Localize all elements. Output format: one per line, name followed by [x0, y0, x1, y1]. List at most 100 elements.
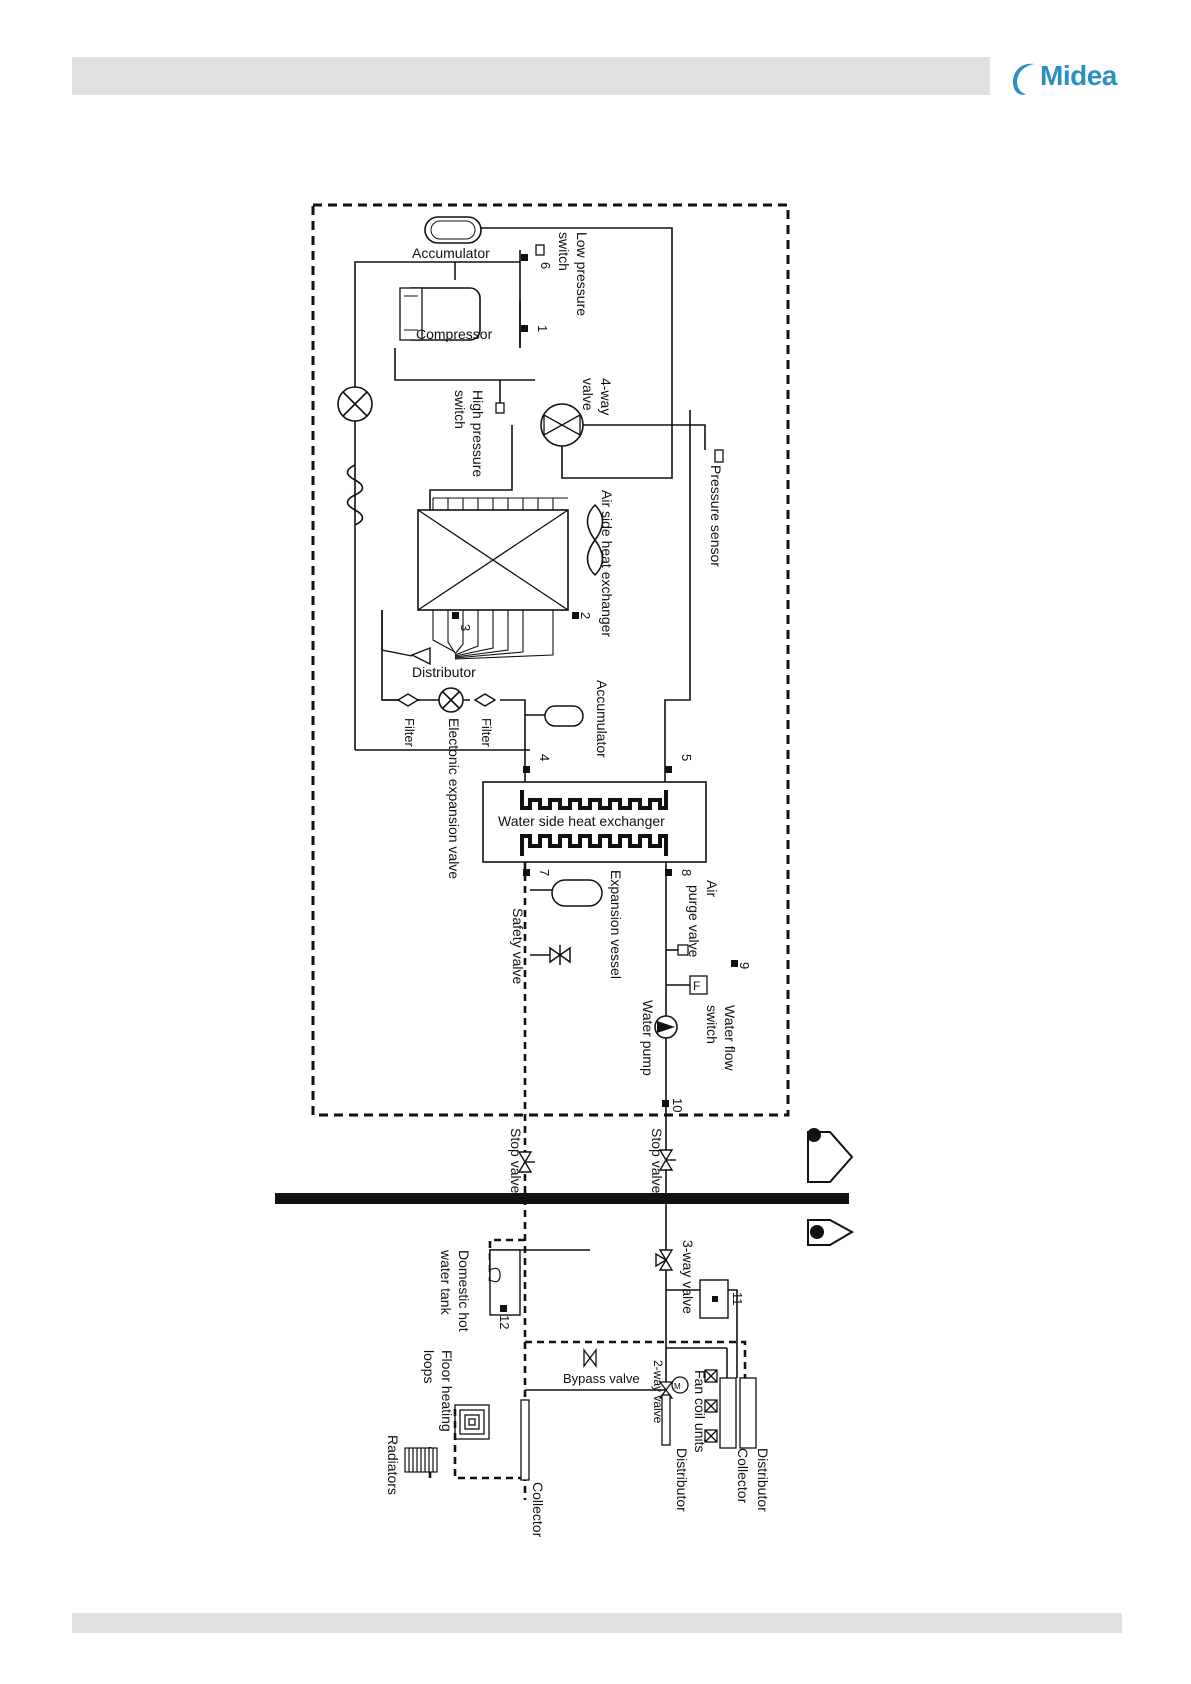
water-hx-label: Water side heat exchanger	[498, 813, 665, 829]
accumulator-mid-label: Accumulator	[594, 680, 610, 758]
sensor-10-icon	[662, 1100, 669, 1107]
water-flow-switch-icon	[666, 975, 708, 995]
air-purge-valve-icon	[677, 944, 689, 956]
fcu-label: Fan coil units	[692, 1370, 708, 1452]
distributor-label-floor: Distributor	[674, 1448, 690, 1512]
filter-label-right: Filter	[479, 718, 494, 748]
midea-logo: Midea	[1008, 58, 1118, 98]
air-purge-label-2: purge valve	[686, 885, 702, 958]
accumulator-mid	[544, 705, 584, 727]
compressor	[399, 287, 481, 341]
sensor-5-icon	[665, 766, 672, 773]
sensor-2-icon	[572, 612, 579, 619]
indoor-house-icon	[807, 1219, 855, 1246]
bypass-valve-icon	[583, 1348, 597, 1368]
four-way-label: 4-way	[598, 378, 614, 415]
low-pressure-label-2: switch	[556, 232, 572, 271]
low-pressure-switch-icon	[535, 244, 545, 256]
radiators-label: Radiators	[385, 1435, 401, 1495]
label-7: 7	[537, 869, 552, 876]
bypass-valve-label: Bypass valve	[563, 1371, 640, 1386]
motor-m-label: M	[674, 1382, 681, 1391]
label-6: 6	[538, 262, 553, 269]
sensor-11-icon	[712, 1296, 718, 1302]
high-pressure-label-2: switch	[452, 390, 468, 429]
filter-left-icon	[396, 693, 420, 707]
three-way-valve-icon	[655, 1249, 674, 1271]
floor-heating-loops-icon	[454, 1404, 490, 1440]
domestic-hot-water-tank	[489, 1249, 521, 1316]
distributor-label-fcu: Distributor	[755, 1448, 771, 1512]
fan-coil-units	[704, 1369, 757, 1449]
water-flow-label: Water flow	[722, 1005, 738, 1071]
collector-label-floor: Collector	[530, 1482, 546, 1538]
pressure-sensor-label: Pressure sensor	[708, 465, 724, 567]
four-way-label-2: valve	[580, 378, 596, 411]
pressure-sensor-icon	[714, 449, 724, 463]
floor-heating-label: Floor heating	[439, 1350, 455, 1432]
expansion-vessel	[551, 879, 603, 907]
distributor-top	[381, 610, 431, 666]
water-pump-icon	[654, 1015, 678, 1039]
water-side-heat-exchanger	[482, 781, 707, 863]
dhw-label: Domestic hot	[456, 1250, 472, 1332]
electronic-expansion-valve-icon	[438, 687, 464, 713]
air-hx-label: Air side heat exchanger	[599, 490, 615, 637]
floor-heating-label-2: loops	[421, 1350, 437, 1383]
label-8: 8	[679, 869, 694, 876]
air-purge-label: Air	[704, 880, 720, 897]
label-5: 5	[679, 754, 694, 761]
stop-valve-label-a: Stop valve	[508, 1128, 524, 1194]
stop-valve-b-icon	[658, 1149, 676, 1171]
label-3: 3	[458, 624, 473, 631]
sensor-6-icon	[521, 254, 528, 261]
label-2: 2	[578, 612, 593, 619]
sensor-7-icon	[523, 869, 530, 876]
radiators-icon	[404, 1447, 438, 1473]
four-way-valve	[540, 403, 584, 447]
header-bar	[72, 57, 990, 95]
low-pressure-label: Low pressure	[574, 232, 590, 316]
label-10: 10	[670, 1098, 685, 1112]
dhw-label-2: water tank	[438, 1249, 454, 1316]
sensor-3-icon	[452, 612, 459, 619]
sensor-9-icon	[731, 960, 738, 967]
water-pump-label: Water pump	[640, 1000, 656, 1076]
collector-low	[520, 1399, 530, 1481]
accumulator-top	[424, 216, 482, 244]
label-4: 4	[537, 754, 552, 761]
label-11: 11	[730, 1292, 745, 1306]
safety-valve-label: Safety valve	[510, 908, 526, 984]
outdoor-house-icon	[807, 1128, 854, 1183]
flow-switch-f-label: F	[693, 979, 700, 993]
water-flow-label-2: switch	[704, 1005, 720, 1044]
label-12: 12	[497, 1315, 512, 1329]
air-side-heat-exchanger	[417, 497, 569, 660]
three-way-label: 3-way valve	[680, 1240, 696, 1314]
filter-right-icon	[473, 693, 497, 707]
stop-valve-label-b: Stop valve	[649, 1128, 665, 1194]
safety-valve-icon	[549, 945, 571, 965]
sensor-4-icon	[523, 766, 530, 773]
capillary-valve-icon	[337, 386, 373, 422]
logo-wordmark: Midea	[1040, 60, 1117, 91]
stop-valve-a-icon	[517, 1151, 535, 1173]
eev-label: Electonic expansion valve	[446, 718, 462, 879]
accumulator-top-label: Accumulator	[412, 245, 490, 261]
high-pressure-switch-icon	[495, 402, 505, 414]
high-pressure-label: High pressure	[470, 390, 486, 477]
distributor-low	[661, 1394, 671, 1446]
sensor-1-icon	[521, 325, 528, 332]
collector-label-fcu: Collector	[735, 1448, 751, 1504]
sensor-8-icon	[665, 869, 672, 876]
filter-label-left: Filter	[402, 718, 417, 748]
footer-bar	[72, 1613, 1122, 1633]
distributor-top-label: Distributor	[412, 664, 476, 680]
logo-swoosh-icon	[1012, 63, 1034, 95]
label-1: 1	[535, 325, 550, 332]
capillary-coil-icon	[346, 464, 364, 526]
label-9: 9	[737, 962, 752, 969]
fan-icon	[586, 503, 604, 577]
wall	[275, 1193, 849, 1204]
